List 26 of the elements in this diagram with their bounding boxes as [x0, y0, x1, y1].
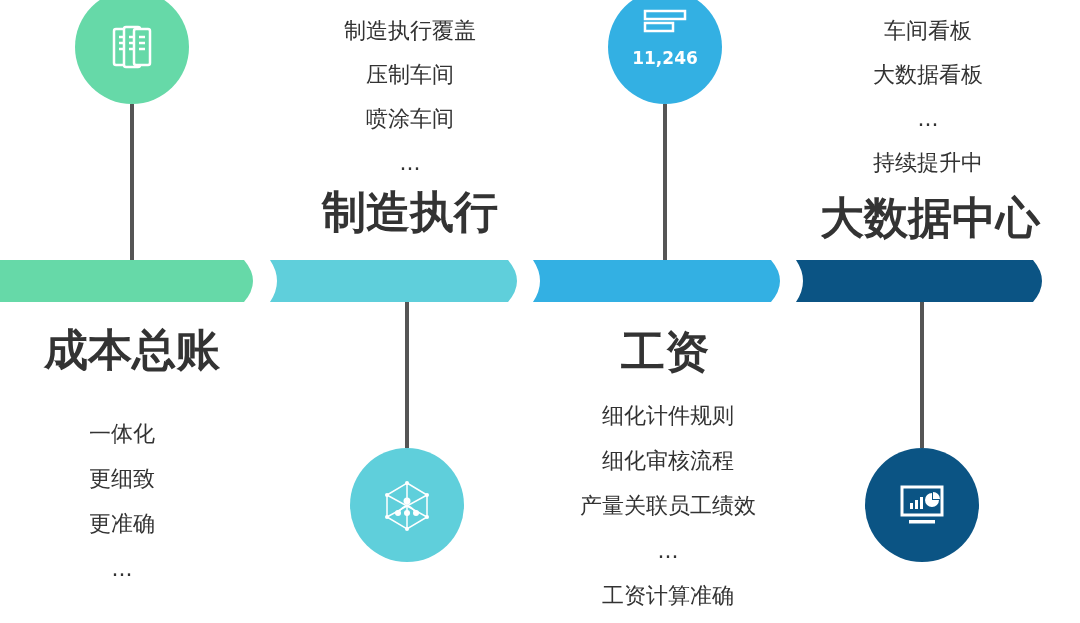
list-item: 产量关联员工绩效 [580, 492, 756, 520]
connector-line [920, 302, 924, 448]
stage-heading: 工资 [621, 327, 709, 377]
connector-line [130, 104, 134, 260]
stage-heading: 成本总账 [44, 325, 220, 375]
list-item: 压制车间 [366, 61, 454, 89]
stage-heading: 制造执行 [322, 187, 498, 237]
list-item: ... [399, 149, 421, 177]
list-item: ... [111, 555, 133, 583]
list-item: 细化审核流程 [602, 447, 734, 475]
list-item: 更细致 [89, 465, 155, 493]
list-item: 车间看板 [884, 17, 972, 45]
connector-line [405, 302, 409, 448]
list-item: ... [917, 105, 939, 133]
list-item: 大数据看板 [873, 61, 983, 89]
list-item: 一体化 [89, 420, 155, 448]
list-item: 制造执行覆盖 [344, 17, 476, 45]
connector-line [663, 104, 667, 260]
stage-heading: 大数据中心 [820, 193, 1040, 243]
list-item: 工资计算准确 [602, 582, 734, 610]
number-label: 11,246 [631, 48, 699, 68]
list-item: 更准确 [89, 510, 155, 538]
list-item: ... [657, 537, 679, 565]
list-item: 喷涂车间 [366, 105, 454, 133]
list-item: 持续提升中 [873, 149, 983, 177]
list-item: 细化计件规则 [602, 402, 734, 430]
